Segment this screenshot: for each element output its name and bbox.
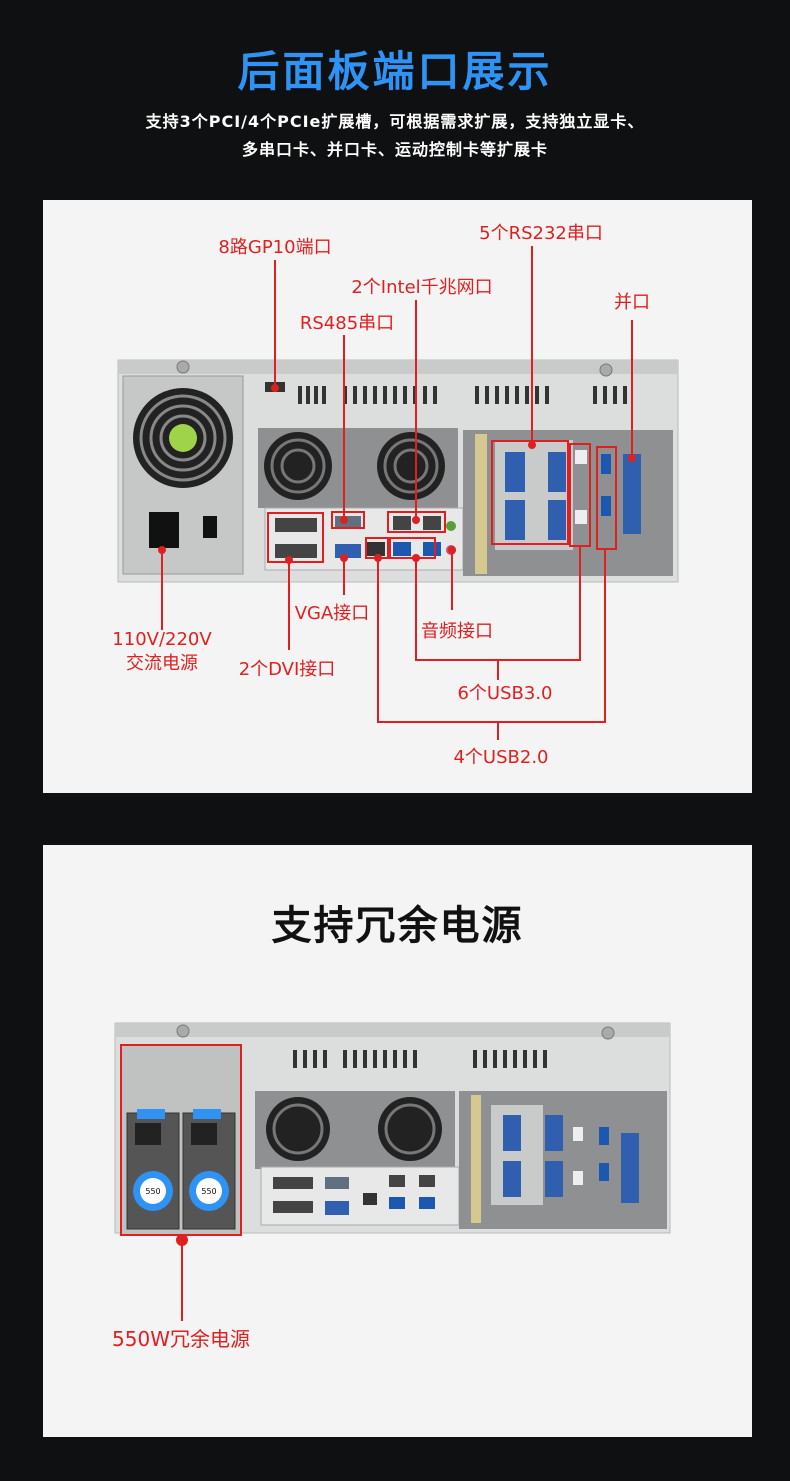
- psu-module-1-text: 550: [145, 1187, 160, 1196]
- label-usb2: 4个USB2.0: [453, 747, 549, 768]
- label-parallel: 并口: [614, 292, 650, 313]
- label-power-line-2: 交流电源: [126, 653, 198, 674]
- rear-panel-illustration: [117, 246, 679, 740]
- subtitle-line-1: 支持3个PCI/4个PCIe扩展槽，可根据需求扩展，支持独立显卡、: [145, 112, 645, 131]
- psu-module-2-text: 550: [201, 1187, 216, 1196]
- label-rs485: RS485串口: [299, 313, 395, 334]
- label-usb3: 6个USB3.0: [457, 683, 553, 704]
- redundant-power-illustration: 550 550: [114, 1022, 671, 1321]
- label-audio: 音频接口: [421, 621, 493, 642]
- label-rs232: 5个RS232串口: [479, 223, 603, 244]
- label-redundant-psu: 550W冗余电源: [112, 1327, 250, 1351]
- label-vga: VGA接口: [294, 603, 370, 624]
- label-power-line-1: 110V/220V: [112, 629, 212, 650]
- rear-panel-diagram: 8路GP10端口 5个RS232串口 2个Intel千兆网口 RS485串口 并…: [43, 200, 752, 793]
- label-intel-lan: 2个Intel千兆网口: [351, 277, 493, 298]
- subtitle-line-2: 多串口卡、并口卡、运动控制卡等扩展卡: [241, 140, 548, 159]
- label-gpio: 8路GP10端口: [218, 237, 332, 258]
- label-dvi: 2个DVI接口: [238, 659, 336, 680]
- redundant-power-diagram: 支持冗余电源: [43, 845, 752, 1437]
- redundant-power-title: 支持冗余电源: [271, 903, 524, 949]
- page-title: 后面板端口展示: [237, 47, 553, 96]
